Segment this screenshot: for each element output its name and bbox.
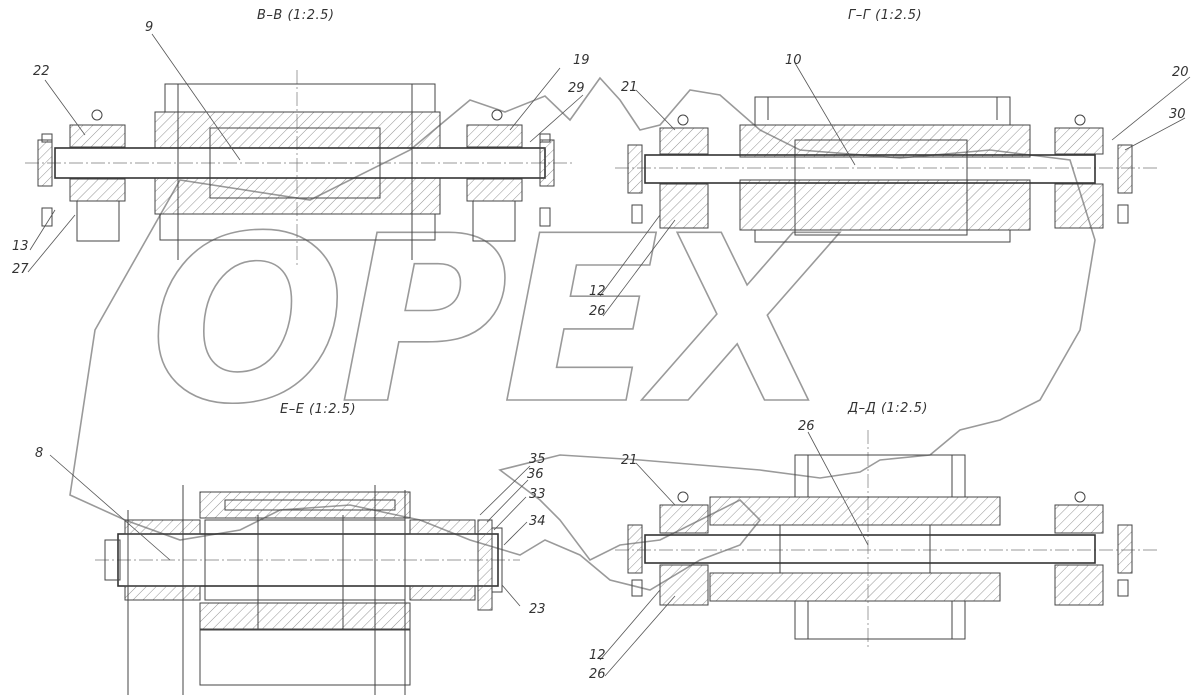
callout-36: 36 [527, 467, 544, 482]
callout-26-top: 26 [798, 419, 815, 434]
callout-22: 22 [33, 64, 50, 79]
callout-35: 35 [529, 452, 546, 467]
view-ee: Е–Е (1:2.5) 8 35 36 33 [35, 402, 546, 695]
callout-34: 34 [529, 514, 546, 529]
callout-9: 9 [145, 20, 153, 35]
callout-12-dd: 12 [589, 648, 606, 663]
callout-26-dd: 26 [589, 667, 606, 682]
callout-29: 29 [568, 81, 585, 96]
view-bb: В–В (1:2.5) 9 22 [12, 8, 590, 277]
callout-30: 30 [1169, 107, 1186, 122]
callout-26: 26 [589, 304, 606, 319]
watermark: OPEX [69, 76, 1096, 591]
callout-13: 13 [12, 239, 29, 254]
view-title-bb: В–В (1:2.5) [257, 8, 334, 23]
callout-19: 19 [573, 53, 590, 68]
view-title-dd: Д–Д (1:2.5) [847, 401, 928, 416]
callout-8: 8 [35, 446, 43, 461]
callout-12: 12 [589, 284, 606, 299]
view-gg: Г–Г (1:2.5) 10 21 20 30 12 [589, 8, 1191, 319]
callout-23: 23 [529, 602, 546, 617]
callout-21: 21 [621, 80, 638, 95]
callout-27: 27 [12, 262, 29, 277]
view-title-gg: Г–Г (1:2.5) [848, 8, 922, 23]
watermark-text: OPEX [150, 188, 840, 455]
view-title-ee: Е–Е (1:2.5) [280, 402, 356, 417]
callout-10: 10 [785, 53, 802, 68]
callout-20: 20 [1172, 65, 1189, 80]
view-dd: Д–Д (1:2.5) 26 21 12 26 [589, 401, 1160, 682]
callout-21-dd: 21 [621, 453, 638, 468]
callout-33: 33 [529, 487, 546, 502]
